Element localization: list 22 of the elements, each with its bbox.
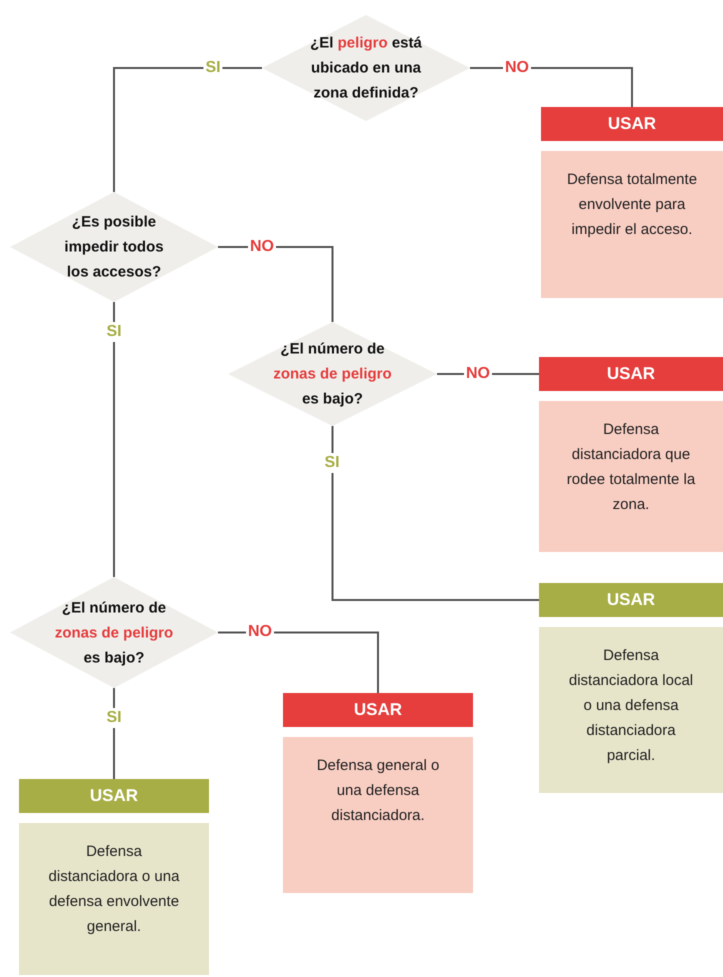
result-text: Defensa distanciadora local o una defensa distanciadora parcial. [539,627,723,793]
result-header: USAR [539,583,723,617]
result-text: Defensa totalmente envolvente para impedir el acceso. [541,151,723,298]
question-text: ¿El peligro está ubicado en una zona definida? [309,34,423,104]
decision-diamond [262,15,470,121]
decision-diamond [10,192,218,302]
result-header: USAR [541,107,723,141]
result-header: USAR [283,693,473,727]
result-text: Defensa distanciadora que rodee totalmente la zona. [539,401,723,552]
connector-line [332,426,539,601]
result-header: USAR [539,357,723,391]
result-text: Defensa general o una defensa distanciadora. [283,737,473,893]
decision-diamond [10,577,218,688]
question-text: ¿El número de zonas de peligro es bajo? [272,340,393,410]
decision-diamond [228,322,437,426]
connector-line [113,67,262,192]
result-text: Defensa distanciadora o una defensa envolvente general. [19,823,209,975]
connector-line [113,688,115,779]
connector-line [113,302,115,577]
question-text: ¿El número de zonas de peligro es bajo? [54,598,174,668]
result-header: USAR [19,779,209,813]
question-text: ¿Es posible impedir todos los accesos? [63,212,165,282]
